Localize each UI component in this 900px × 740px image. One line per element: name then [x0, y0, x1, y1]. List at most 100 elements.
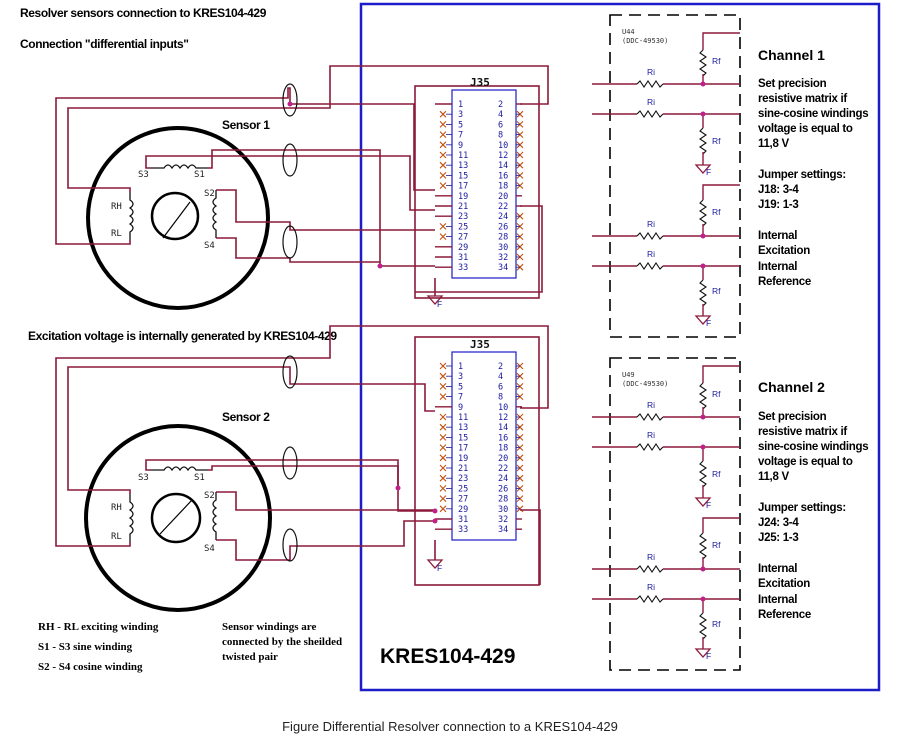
- no-connect-mark: [439, 383, 447, 390]
- rf-label: Rf: [712, 619, 721, 629]
- channel-2-jumper-title: Jumper settings:: [758, 502, 846, 514]
- connector-2-pin-label: 30: [498, 505, 508, 515]
- connector-1-ground-icon: [426, 295, 444, 305]
- channel-2-precision-line-4: voltage is equal to: [758, 456, 853, 468]
- connector-1-pin-label: 31: [458, 253, 468, 263]
- no-connect-mark: [439, 161, 447, 169]
- no-connect-mark: [439, 474, 447, 482]
- connector-1-pin-label: 7: [458, 131, 463, 141]
- sensor-2-sine-coil: [150, 466, 208, 472]
- connector-1-pin-label: 15: [458, 171, 468, 181]
- connector-1-pin-label: 21: [458, 202, 468, 212]
- channel-2-precision-line-3: sine-cosine windings: [758, 441, 868, 453]
- no-connect-mark: [439, 121, 447, 128]
- connector-2-pin-label: 26: [498, 484, 508, 494]
- no-connect-mark: [439, 172, 447, 179]
- kres-board-outline: [359, 2, 881, 692]
- connector-2-pin-label: 10: [498, 403, 508, 413]
- connector-j35-top-label: J35: [470, 76, 490, 89]
- ri-label: Ri: [647, 552, 655, 562]
- no-connect-mark: [439, 485, 447, 492]
- connector-2-pin-label: 27: [458, 495, 468, 505]
- connector-1-pin-label: 14: [498, 161, 508, 171]
- sensor-1-s1-label: S1: [194, 170, 205, 180]
- no-connect-mark: [439, 372, 447, 380]
- connector-2-pin-label: 28: [498, 495, 508, 505]
- no-connect-mark: [439, 141, 447, 149]
- no-connect-mark: [439, 223, 447, 230]
- ri-label: Ri: [647, 400, 655, 410]
- connector-2-pin-label: 24: [498, 474, 508, 484]
- no-connect-mark: [439, 464, 447, 472]
- sensor-1-label: Sensor 1: [222, 118, 270, 132]
- connector-1-pin-label: 11: [458, 151, 468, 161]
- connector-1-pin-label: 12: [498, 151, 508, 161]
- board-label: KRES104-429: [380, 645, 515, 668]
- legend-cosine-winding: S2 - S4 cosine winding: [38, 661, 143, 673]
- connector-2-ground-icon: [426, 559, 444, 569]
- sensor-2-excitation-coil: [128, 494, 134, 542]
- no-connect-mark: [439, 393, 447, 400]
- junction-dot: [700, 263, 706, 269]
- junction-dot: [700, 596, 706, 602]
- sensor-2-rotor: [150, 492, 202, 544]
- ri-label: Ri: [647, 219, 655, 229]
- no-connect-mark: [439, 110, 447, 118]
- connector-2-pin-label: 16: [498, 433, 508, 443]
- figure-caption: Figure Differential Resolver connection …: [282, 719, 618, 734]
- channel-1-jumper-title: Jumper settings:: [758, 169, 846, 181]
- connector-1-pin-label: 5: [458, 120, 463, 130]
- channel-1-precision-line-4: voltage is equal to: [758, 123, 853, 135]
- connector-1-pin-label: 34: [498, 263, 508, 273]
- connector-2-pin-label: 11: [458, 413, 468, 423]
- channel-1-precision-line-3: sine-cosine windings: [758, 108, 868, 120]
- excitation-note: Excitation voltage is internally generat…: [28, 329, 337, 343]
- no-connect-mark: [439, 454, 447, 462]
- connector-1-pin-label: 10: [498, 141, 508, 151]
- junction-dot: [700, 566, 706, 572]
- connector-2-pin-label: 17: [458, 444, 468, 454]
- sensor-2: Sensor 2 S3 S1 S2 S4 RH RL: [84, 410, 272, 612]
- connector-1-pin-label: 30: [498, 243, 508, 253]
- no-connect-mark: [439, 495, 447, 502]
- connector-2-pin-label: 5: [458, 382, 463, 392]
- connector-j35-bottom-label: J35: [470, 338, 490, 351]
- channel-1-excitation-line-2: Excitation: [758, 245, 810, 257]
- connector-1-pin-label: 27: [458, 233, 468, 243]
- channel-1-precision-line-5: 11,8 V: [758, 138, 789, 150]
- channel-1-chip-id: U44: [622, 28, 635, 36]
- connector-2-pin-label: 33: [458, 525, 468, 535]
- connector-2-pin-label: 9: [458, 403, 463, 413]
- connector-1-pin-label: 29: [458, 243, 468, 253]
- channel-2-reference-line-1: Internal: [758, 594, 797, 606]
- connector-2-pin-label: 32: [498, 515, 508, 525]
- ground-label: F: [706, 651, 711, 661]
- no-connect-mark: [439, 362, 447, 370]
- no-connect-mark: [439, 182, 447, 189]
- sensor-1-excitation-coil: [128, 192, 134, 240]
- diagram-title: Resolver sensors connection to KRES104-4…: [20, 6, 267, 20]
- connector-1-pin-label: 16: [498, 171, 508, 181]
- ri-label: Ri: [647, 582, 655, 592]
- shield-note-line-1: Sensor windings are: [222, 621, 316, 633]
- sensor-1: Sensor 1 S3 S1 S2 S4 RH RL: [86, 118, 271, 310]
- junction-dots: [287, 101, 438, 524]
- connector-2-pin-label: 25: [458, 484, 468, 494]
- connector-2-pin-label: 31: [458, 515, 468, 525]
- sensor-2-s4-label: S4: [204, 544, 215, 554]
- junction-dot: [700, 81, 706, 87]
- channel-2-jumper-1: J24: 3-4: [758, 517, 799, 529]
- channel-1-chip-part: (DDC-49530): [622, 37, 668, 45]
- sensor-2-wiring: [55, 325, 549, 562]
- connector-1-pin-label: 3: [458, 110, 463, 120]
- connector-2-pin-label: 8: [498, 393, 503, 403]
- sensor-1-s2-label: S2: [204, 189, 215, 199]
- sensor-2-rotor-shaft: [159, 499, 193, 535]
- sensor-2-rh-label: RH: [111, 503, 122, 513]
- connector-1-pin-label: 6: [498, 120, 503, 130]
- channel-2-excitation-line-2: Excitation: [758, 578, 810, 590]
- connector-2-pin-label: 14: [498, 423, 508, 433]
